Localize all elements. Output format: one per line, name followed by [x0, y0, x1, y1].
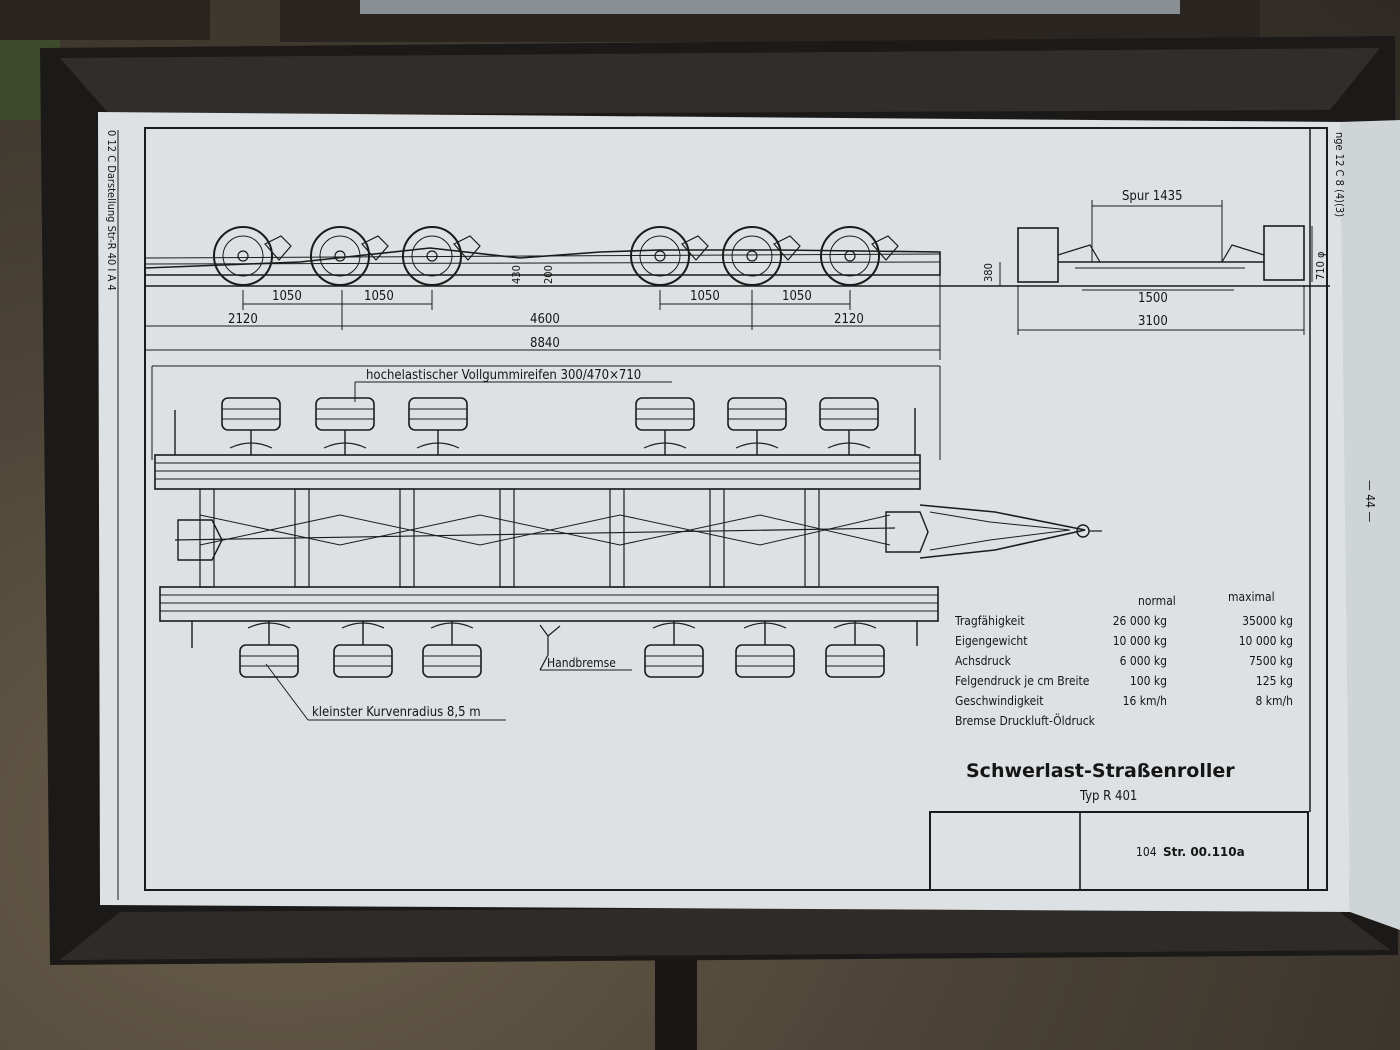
side-view: 1050 1050 1050 1050 2120 4600 2120 8840 …	[144, 226, 1330, 360]
dim-200: 200	[542, 265, 555, 284]
plan-tire	[825, 621, 885, 678]
frame-bevel-top	[60, 48, 1380, 115]
front-view: Spur 1435 380 710 φ 1500 3100	[982, 189, 1327, 335]
dim-1050-a2: 1050	[364, 289, 394, 304]
rear-end-plate	[177, 519, 223, 561]
dim-430: 430	[510, 265, 523, 284]
title-block: Schwerlast-Straßenroller Typ R 401 104 S…	[929, 760, 1309, 891]
handbrake-lever	[539, 624, 561, 671]
cross-member	[804, 488, 820, 588]
spec-maximal: 125 kg	[1256, 674, 1293, 688]
drawing-border	[144, 127, 1328, 891]
plan-tire	[422, 621, 482, 678]
cross-member	[609, 488, 625, 588]
spec-label: Eigengewicht	[955, 634, 1028, 648]
dim-710: 710 φ	[1314, 251, 1327, 280]
dim-1500: 1500	[1138, 291, 1168, 306]
spec-row: Eigengewicht 10 000 kg 10 000 kg	[955, 634, 1293, 648]
plan-tire	[819, 397, 879, 455]
spec-row: Bremse Druckluft-Öldruck	[955, 712, 1096, 728]
cross-member	[199, 488, 215, 588]
dim-380: 380	[982, 263, 995, 282]
background-object	[0, 0, 210, 40]
spec-maximal: 7500 kg	[1249, 654, 1293, 668]
spec-row: Tragfähigkeit 26 000 kg 35000 kg	[954, 614, 1293, 628]
plan-view: hochelastischer Vollgummireifen 300/470×…	[151, 365, 1102, 721]
callout-turning-radius: kleinster Kurvenradius 8,5 m	[312, 705, 481, 720]
spec-maximal: 10 000 kg	[1239, 634, 1293, 648]
drawbar	[919, 504, 1086, 559]
side-wheel	[310, 226, 389, 286]
dim-1050-b2: 1050	[782, 289, 812, 304]
spec-normal: 16 km/h	[1123, 694, 1167, 708]
sign-post	[655, 960, 697, 1050]
drawing-title: Schwerlast-Straßenroller	[966, 760, 1235, 782]
side-wheel	[213, 226, 292, 286]
plan-tire	[735, 621, 795, 678]
cross-member	[399, 488, 415, 588]
spec-col-maximal: maximal	[1228, 590, 1275, 604]
right-beam	[159, 586, 939, 622]
side-wheel	[820, 226, 899, 286]
plan-tire	[239, 621, 299, 678]
dim-2120-left: 2120	[228, 312, 258, 327]
dim-2120-right: 2120	[834, 312, 864, 327]
plan-tire	[727, 397, 787, 455]
spec-maximal: 8 km/h	[1255, 694, 1293, 708]
dim-1050-b1: 1050	[690, 289, 720, 304]
side-wheel	[630, 226, 709, 286]
plan-tire	[635, 397, 695, 455]
side-wheel	[722, 226, 801, 286]
plan-tire	[644, 621, 704, 678]
paper-edge-right	[1340, 120, 1400, 930]
left-margin-note: 0 12 C Darstellung Str-R 40 I A 4	[105, 130, 118, 291]
spec-normal: 100 kg	[1130, 674, 1167, 688]
frame-bevel-bottom	[60, 905, 1390, 960]
spec-table: normal maximal Tragfähigkeit 26 000 kg 350…	[954, 590, 1293, 728]
spec-label: Felgendruck je cm Breite	[955, 674, 1090, 688]
drawing-subtitle: Typ R 401	[1079, 789, 1137, 804]
drawing-number-prefix: 104	[1136, 845, 1157, 859]
spec-label: Achsdruck	[955, 654, 1012, 668]
dim-8840: 8840	[530, 336, 560, 351]
cross-member	[709, 488, 725, 588]
spec-normal: 10 000 kg	[1113, 634, 1167, 648]
spec-normal: 6 000 kg	[1120, 654, 1167, 668]
spec-row: Geschwindigkeit 16 km/h 8 km/h	[955, 694, 1293, 708]
plan-tire	[408, 397, 468, 455]
spec-label: Tragfähigkeit	[954, 614, 1025, 628]
upper-sign-panel	[360, 0, 1180, 14]
spec-row: Felgendruck je cm Breite 100 kg 125 kg	[955, 674, 1293, 688]
title-block-frame	[929, 811, 1309, 891]
drawing-number: Str. 00.110a	[1163, 845, 1245, 859]
dim-4600: 4600	[530, 312, 560, 327]
callout-tires: hochelastischer Vollgummireifen 300/470×…	[366, 368, 641, 383]
dim-3100: 3100	[1138, 314, 1168, 329]
side-wheel	[402, 226, 481, 286]
spec-normal: 26 000 kg	[1113, 614, 1167, 628]
plan-tire	[315, 397, 375, 455]
spec-maximal: 35000 kg	[1242, 614, 1293, 628]
right-margin-note: nge 12 C 8 (4)(3)	[1333, 132, 1346, 217]
dim-track: Spur 1435	[1122, 189, 1183, 204]
spec-label: Bremse Druckluft-Öldruck	[955, 712, 1096, 728]
front-left-tire	[1017, 227, 1059, 283]
callout-handbrake: Handbremse	[547, 656, 616, 670]
spec-col-normal: normal	[1138, 594, 1176, 608]
front-right-tire	[1263, 225, 1305, 281]
left-beam	[154, 454, 921, 490]
spec-row: Achsdruck 6 000 kg 7500 kg	[955, 654, 1293, 668]
plan-tire	[333, 621, 393, 678]
plan-tire	[221, 397, 281, 455]
page-marker: — 44 —	[1363, 480, 1377, 522]
dim-1050-a1: 1050	[272, 289, 302, 304]
spec-label: Geschwindigkeit	[955, 694, 1044, 708]
front-end-plate	[885, 511, 929, 553]
